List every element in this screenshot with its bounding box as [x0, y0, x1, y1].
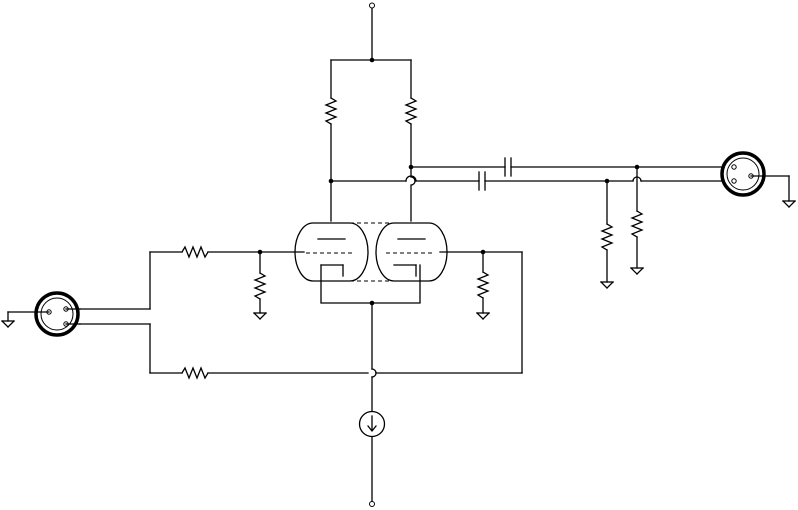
coupling-capacitor-lower — [478, 171, 486, 191]
plate-resistor-left — [324, 97, 338, 125]
output-shunt-resistor-1 — [600, 180, 614, 283]
ground-icon — [630, 267, 644, 275]
grid-resistor-right — [476, 251, 490, 314]
output-xlr-connector-icon — [720, 151, 790, 202]
output-wire-lower — [330, 175, 736, 182]
ground-icon — [782, 200, 796, 208]
output-shunt-resistor-2 — [630, 166, 644, 269]
input-wiring — [79, 251, 369, 380]
ground-icon — [253, 312, 267, 320]
cathode-wiring — [320, 264, 421, 412]
vacuum-tube-left-icon — [294, 222, 369, 282]
grid-wiring-left — [149, 245, 305, 259]
ground-icon — [1, 320, 15, 328]
negative-supply-terminal — [369, 501, 375, 507]
top-supply — [330, 2, 412, 99]
plate-resistor-right — [404, 97, 418, 125]
ground-icon — [600, 281, 614, 289]
ground-icon — [476, 312, 490, 320]
vacuum-tube-right-icon — [375, 222, 448, 282]
grid-resistor-left — [253, 251, 267, 314]
positive-supply-terminal — [369, 2, 375, 9]
input-xlr-connector-icon — [7, 291, 81, 337]
current-source-icon — [358, 410, 386, 507]
grid-wiring-right — [375, 249, 523, 374]
coupling-capacitor-upper — [504, 157, 512, 177]
